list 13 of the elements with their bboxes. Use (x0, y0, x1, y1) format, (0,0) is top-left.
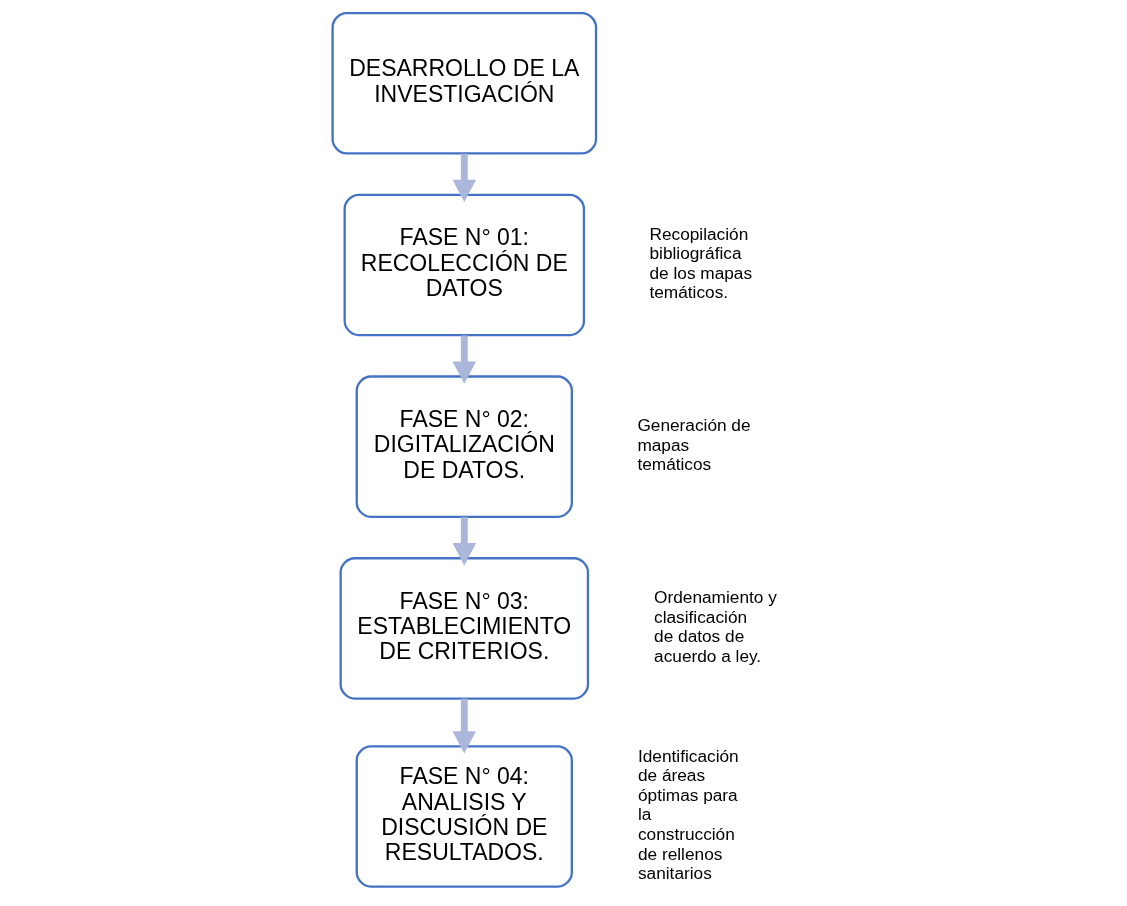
node-box: FASE N° 02: DIGITALIZACIÓN DE DATOS. (355, 375, 573, 518)
node-box: FASE N° 03: ESTABLECIMIENTO DE CRITERIOS. (339, 557, 590, 700)
arrow (452, 517, 477, 566)
arrow (452, 698, 477, 754)
arrow (452, 335, 477, 384)
node-label: Recopilación bibliográfica de los mapas temáticos. (649, 223, 753, 303)
node-label: Identificación de áreas óptimas para la construcción de rellenos sanitarios (637, 745, 739, 884)
node-label: Generación de mapas temáticos (637, 415, 751, 475)
node-box: FASE N° 01: RECOLECCIÓN DE DATOS (343, 193, 586, 337)
node-label: Ordenamiento y clasificación de datos de acuerdo a ley. (654, 587, 777, 666)
node-box: FASE N° 04: ANALISIS Y DISCUSIÓN DE RESULTADOS. (355, 745, 573, 888)
node-box: DESARROLLO DE LA INVESTIGACIÓN (331, 11, 598, 155)
arrow (452, 153, 477, 203)
